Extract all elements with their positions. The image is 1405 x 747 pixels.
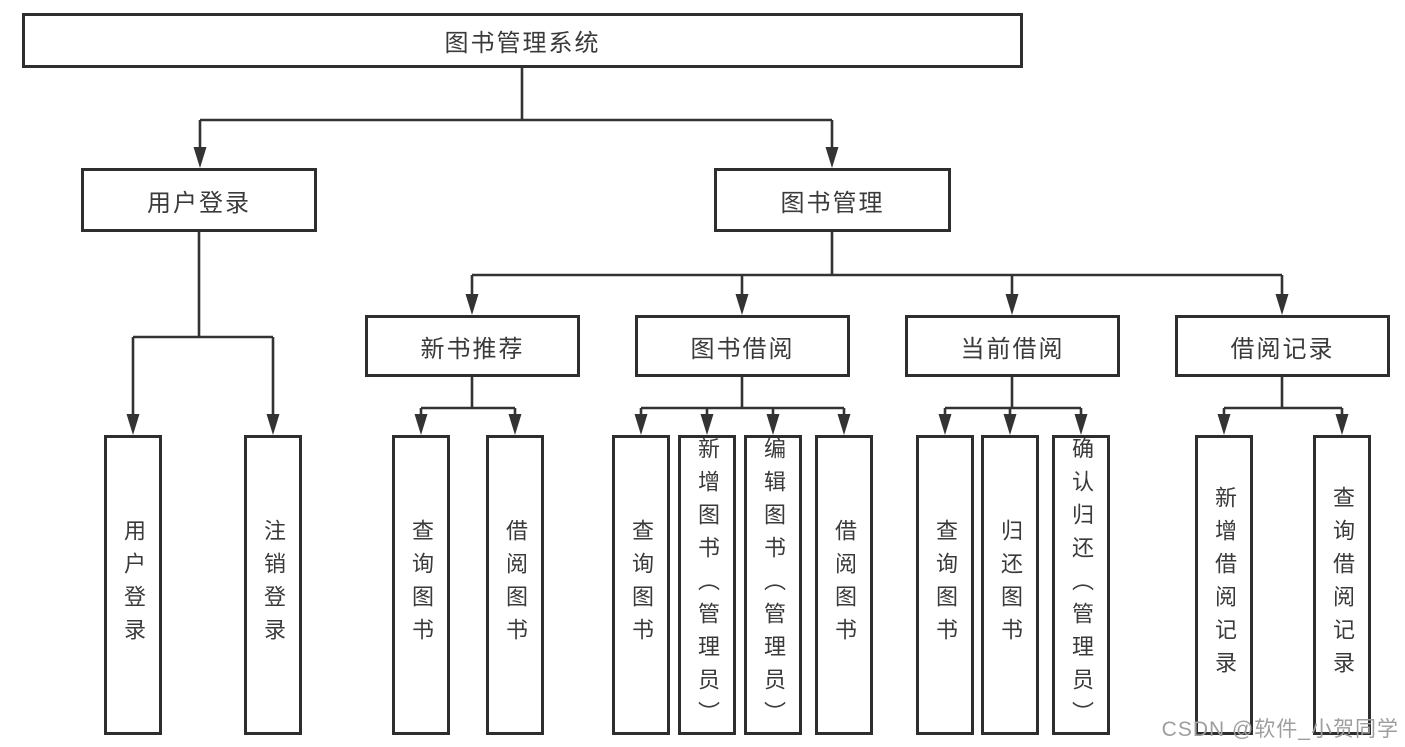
node-borrow-records: 借阅记录	[1175, 315, 1390, 377]
leaf-add-borrow-record: 新增借阅记录	[1195, 435, 1253, 735]
node-library-management-system: 图书管理系统	[22, 13, 1023, 68]
leaf-borrow-books: 借阅图书	[815, 435, 873, 735]
leaf-label: 查询图书	[629, 519, 654, 651]
leaf-query-books: 查询图书	[612, 435, 670, 735]
node-current-borrow: 当前借阅	[905, 315, 1120, 377]
leaf-label: 查询图书	[933, 519, 958, 651]
leaf-query-books: 查询图书	[392, 435, 450, 735]
leaf-logout: 注销登录	[244, 435, 302, 735]
leaf-label: 查询图书	[409, 519, 434, 651]
leaf-return-books: 归还图书	[981, 435, 1039, 735]
leaf-label: 新增借阅记录	[1212, 486, 1237, 684]
node-new-book-recommend: 新书推荐	[365, 315, 580, 377]
leaf-label: 借阅图书	[503, 519, 528, 651]
leaf-borrow-books: 借阅图书	[486, 435, 544, 735]
leaf-confirm-return-admin: 确认归还（管理员）	[1052, 435, 1110, 735]
leaf-label: 用户登录	[121, 519, 146, 651]
leaf-label: 编辑图书（管理员）	[761, 436, 786, 734]
leaf-label: 借阅图书	[832, 519, 857, 651]
leaf-label: 查询借阅记录	[1330, 486, 1355, 684]
node-user-login: 用户登录	[81, 168, 317, 232]
leaf-label: 新增图书（管理员）	[695, 436, 720, 734]
leaf-user-login: 用户登录	[104, 435, 162, 735]
leaf-edit-books-admin: 编辑图书（管理员）	[744, 435, 802, 735]
leaf-label: 注销登录	[261, 519, 286, 651]
leaf-add-books-admin: 新增图书（管理员）	[678, 435, 736, 735]
leaf-label: 归还图书	[998, 519, 1023, 651]
csdn-watermark: CSDN @软件_小贺同学	[1161, 718, 1399, 741]
node-book-management: 图书管理	[714, 168, 951, 232]
leaf-query-borrow-record: 查询借阅记录	[1313, 435, 1371, 735]
leaf-label: 确认归还（管理员）	[1069, 436, 1094, 734]
leaf-query-books: 查询图书	[916, 435, 974, 735]
node-book-borrow: 图书借阅	[635, 315, 850, 377]
